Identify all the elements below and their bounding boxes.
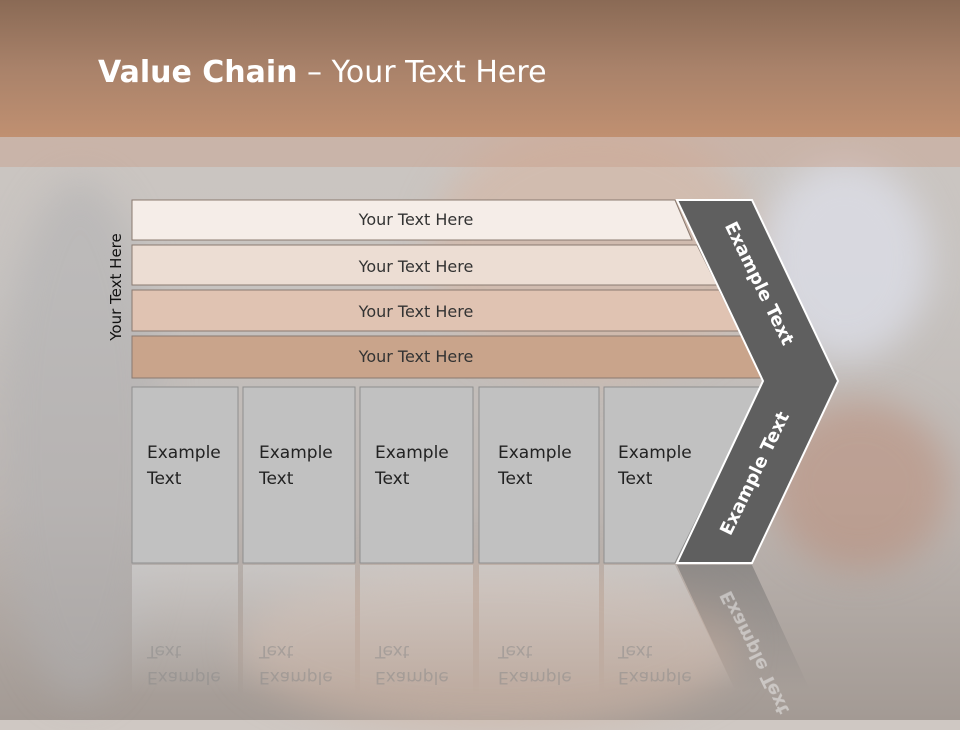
bar-2-label: Your Text Here	[358, 257, 474, 276]
box-5-line1: Example	[618, 443, 692, 463]
box-2-reflection-line1: Example	[259, 667, 333, 687]
box-1-reflection-line1: Example	[147, 667, 221, 687]
bar-3-label: Your Text Here	[358, 302, 474, 321]
box-2-reflection-line2: Text	[258, 641, 294, 661]
header-band	[0, 0, 960, 137]
box-5-line2: Text	[617, 469, 653, 489]
box-5-reflection-line1: Example	[618, 667, 692, 687]
title-rest: – Your Text Here	[297, 55, 547, 90]
box-4-reflection-line2: Text	[497, 641, 533, 661]
box-1-reflection	[132, 565, 238, 695]
chevron-arrow	[675, 199, 840, 564]
header-strip	[0, 137, 960, 167]
box-1	[131, 386, 239, 564]
box-4-line1: Example	[498, 443, 572, 463]
box-3-reflection-line1: Example	[375, 667, 449, 687]
chevron-reflection	[677, 565, 810, 690]
box-4	[478, 386, 600, 564]
bar-1	[131, 199, 693, 241]
box-5-reflection-line2: Text	[617, 641, 653, 661]
box-1-line2: Text	[146, 469, 182, 489]
bar-1-label: Your Text Here	[358, 210, 474, 229]
box-1-line1: Example	[147, 443, 221, 463]
box-4-reflection-line1: Example	[498, 667, 572, 687]
box-2	[242, 386, 356, 564]
box-3-reflection	[360, 565, 473, 695]
title-bold: Value Chain	[98, 55, 298, 90]
box-3-line1: Example	[375, 443, 449, 463]
box-5	[603, 386, 763, 564]
box-2-line1: Example	[259, 443, 333, 463]
bar-4-label: Your Text Here	[358, 347, 474, 366]
box-3-reflection-line2: Text	[374, 641, 410, 661]
box-3-line2: Text	[374, 469, 410, 489]
box-4-reflection	[479, 565, 599, 695]
box-5-reflection	[604, 565, 735, 690]
box-2-line2: Text	[258, 469, 294, 489]
box-4-line2: Text	[497, 469, 533, 489]
box-3	[359, 386, 474, 564]
slide-title: Value Chain – Your Text Here	[98, 55, 547, 90]
box-2-reflection	[243, 565, 355, 695]
box-1-reflection-line2: Text	[146, 641, 182, 661]
